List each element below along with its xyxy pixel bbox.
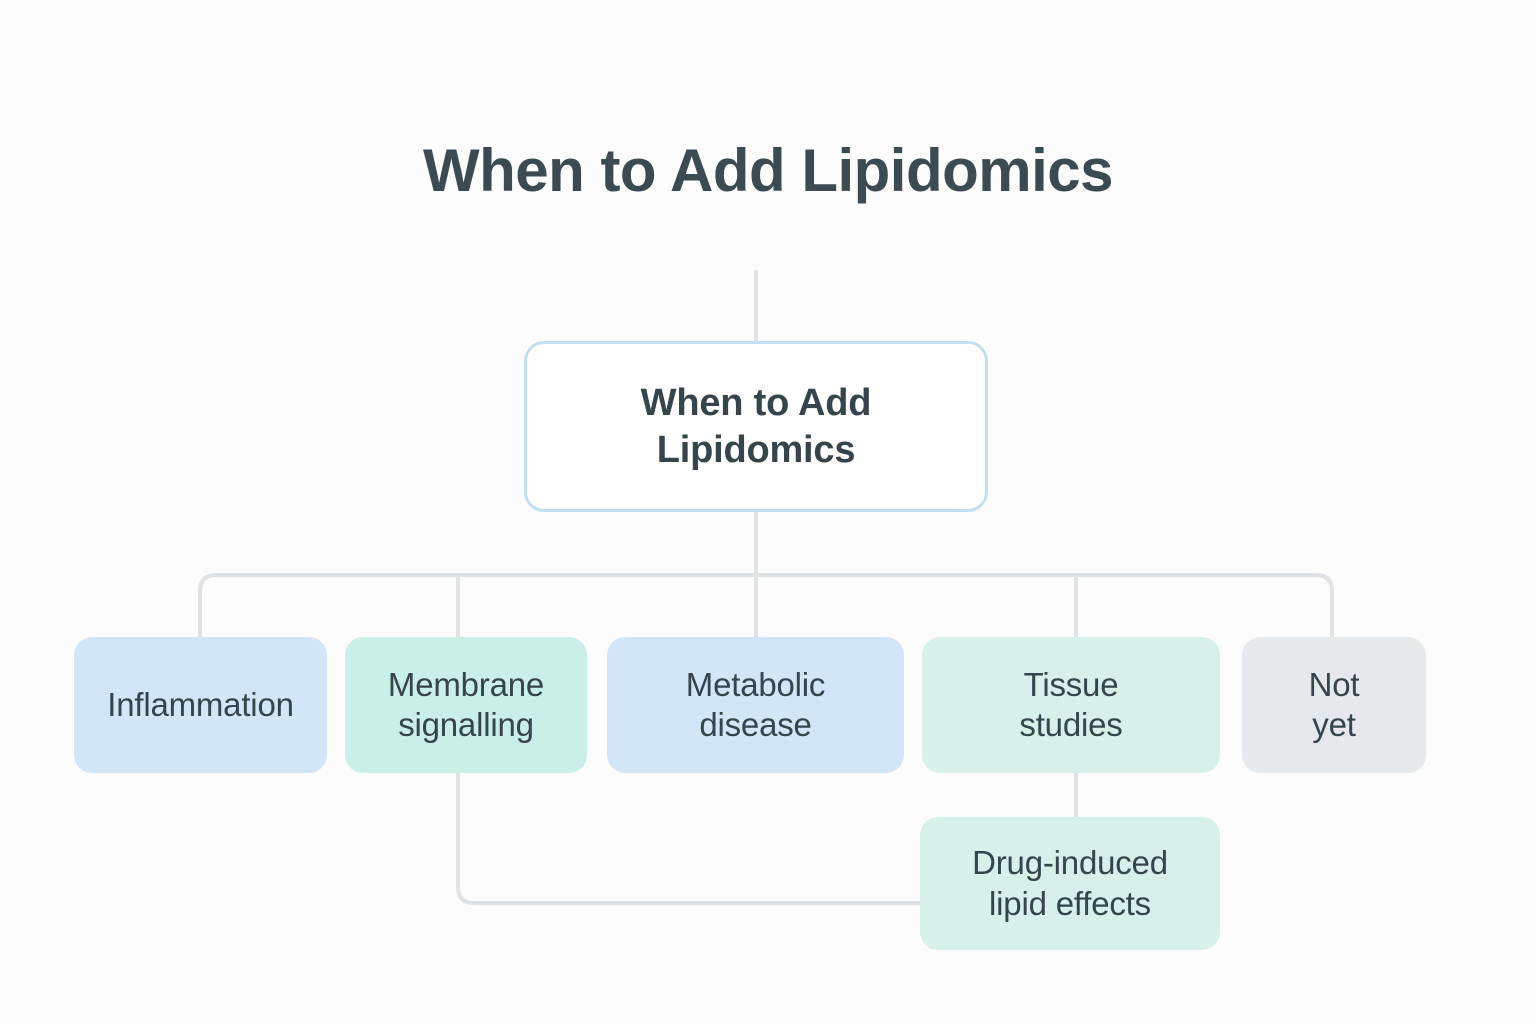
node-inflammation[interactable]: Inflammation	[74, 637, 327, 773]
node-metabolic-disease[interactable]: Metabolic disease	[607, 637, 904, 773]
node-membrane-signalling[interactable]: Membrane signalling	[345, 637, 587, 773]
node-tissue-studies[interactable]: Tissue studies	[922, 637, 1220, 773]
node-drug-induced-lipid-effects[interactable]: Drug-induced lipid effects	[920, 817, 1220, 950]
edge-bus-horizontal	[198, 573, 1334, 605]
node-root[interactable]: When to Add Lipidomics	[524, 341, 988, 512]
edge-membrane-to-drug-induced	[456, 771, 922, 905]
node-not-yet[interactable]: Not yet	[1242, 637, 1426, 773]
page-title: When to Add Lipidomics	[422, 137, 1114, 204]
